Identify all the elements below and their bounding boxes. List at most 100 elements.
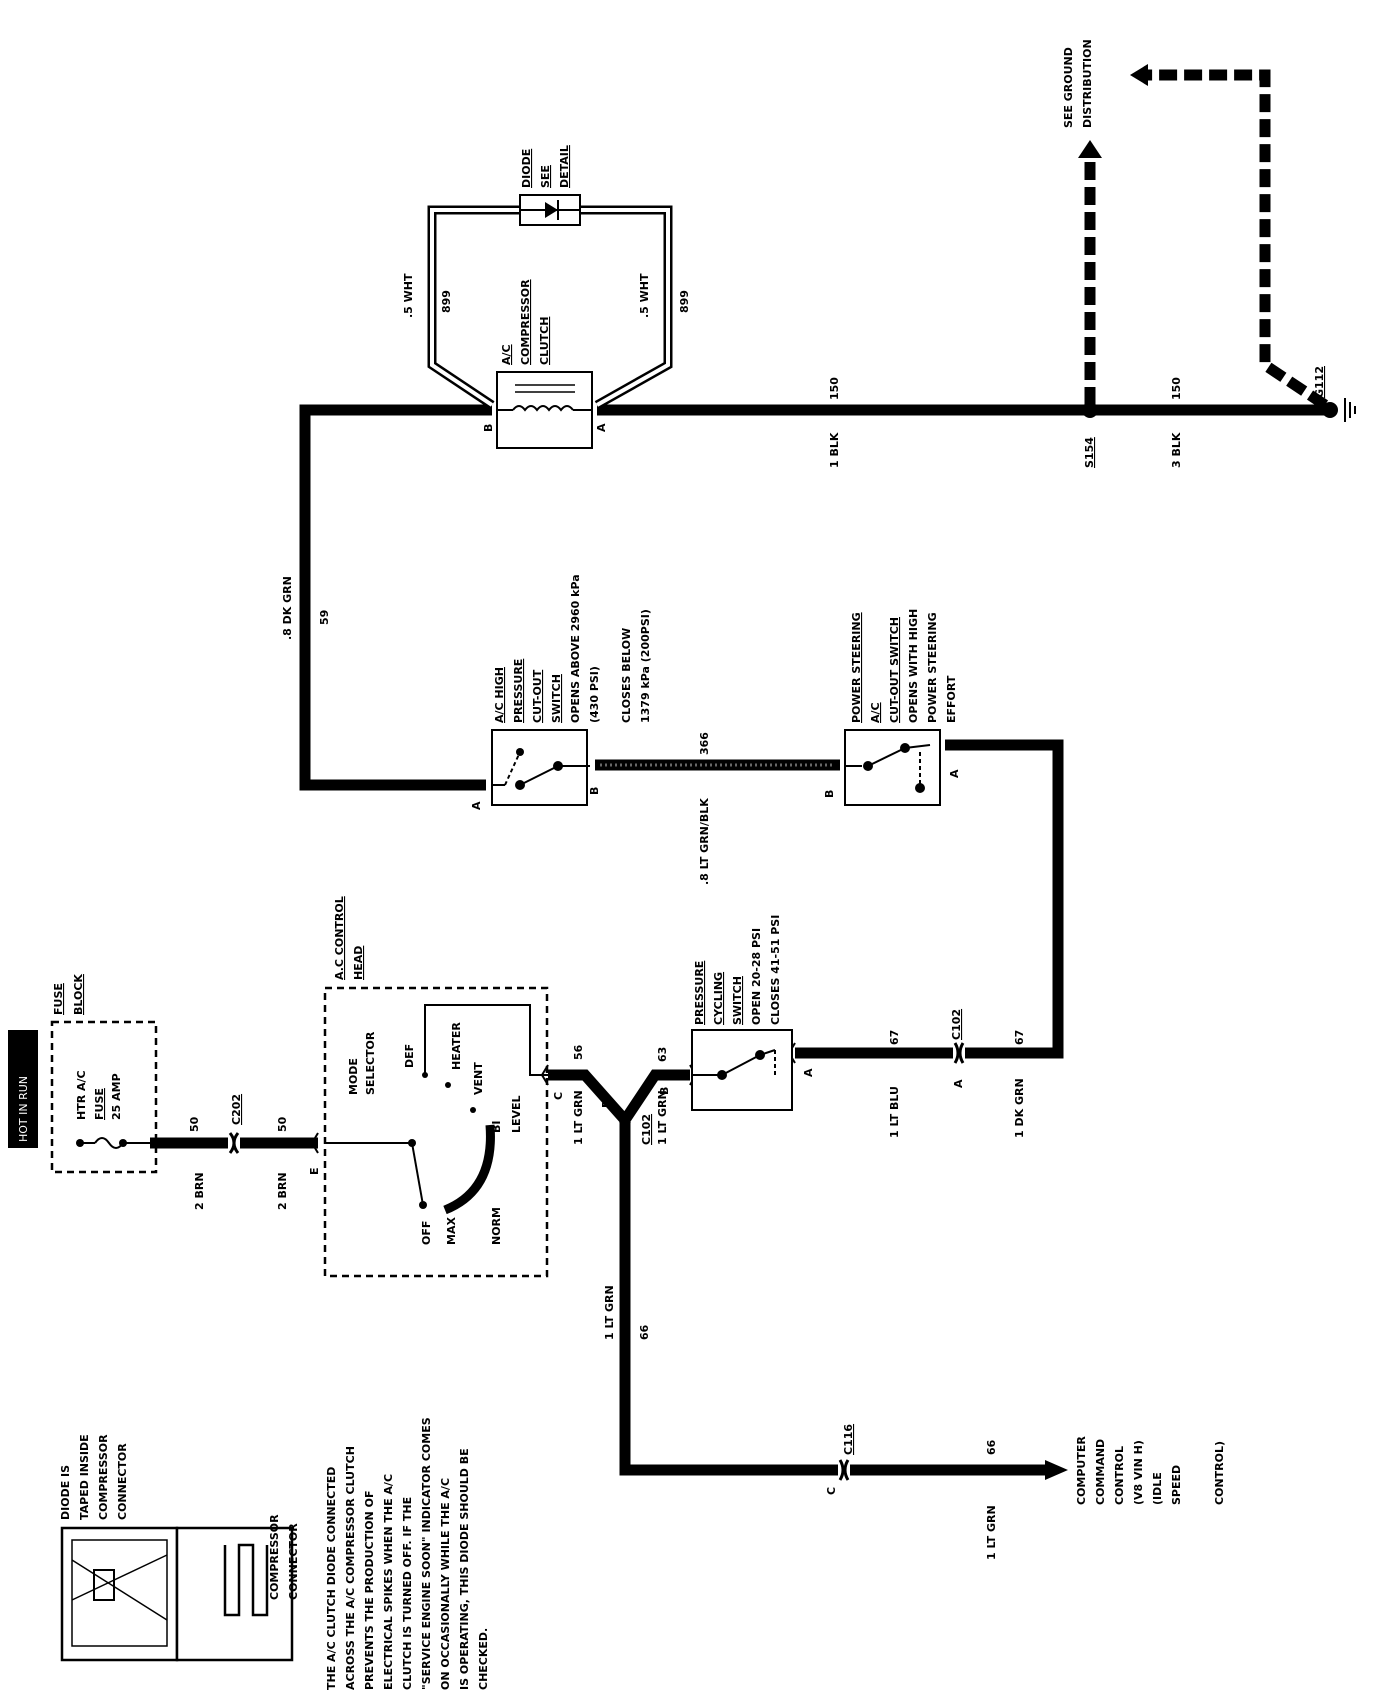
pin-c-c116: C: [825, 1487, 838, 1495]
control-head-title-2: HEAD: [352, 946, 365, 980]
pin-a-c102: A: [952, 1079, 965, 1088]
diode-line-1: DIODE: [520, 149, 533, 188]
wire-67-ltblu-size: 1 LT BLU: [888, 1086, 901, 1138]
pc-line-5: CLOSES 41-51 PSI: [769, 915, 782, 1025]
hp-line-4: SWITCH: [550, 674, 563, 723]
pin-b-ps: B: [823, 790, 836, 798]
fuse-icon: [76, 1137, 150, 1149]
ps-line-6: EFFORT: [945, 675, 958, 723]
hp-line-5: OPENS ABOVE 2960 kPa: [569, 574, 582, 723]
note-line-2: ACROSS THE A/C COMPRESSOR CLUTCH: [344, 1446, 357, 1690]
ccc-line-1: COMPUTER: [1075, 1436, 1088, 1505]
pin-a-cyc: A: [802, 1068, 815, 1077]
ps-line-2: A/C: [869, 702, 882, 723]
wire-150-size: 1 BLK: [828, 432, 841, 468]
wire-59-size: .8 DK GRN: [281, 576, 294, 640]
wire-899-b-num: 899: [678, 290, 691, 313]
wire-366-num: 366: [698, 732, 711, 755]
power-steering-switch-icon: [845, 743, 931, 793]
ps-line-3: CUT-OUT SWITCH: [888, 617, 901, 723]
mode-label-2: SELECTOR: [364, 1031, 377, 1095]
pin-a-hp: A: [470, 801, 483, 810]
detail-diode-1: DIODE IS: [59, 1465, 72, 1520]
note-line-4: ELECTRICAL SPIKES WHEN THE A/C: [382, 1474, 395, 1690]
wire-899-b-size: .5 WHT: [638, 273, 651, 318]
mode-vent: VENT: [472, 1062, 485, 1095]
fuse-block-title-2: BLOCK: [72, 974, 85, 1015]
note-line-7: ON OCCASIONALLY WHILE THE A/C: [439, 1478, 452, 1690]
wire-66-num: 66: [638, 1324, 651, 1340]
mode-selector-switch: [325, 1004, 548, 1215]
pc-line-1: PRESSURE: [693, 961, 706, 1025]
fuse-line-1: HTR A/C: [75, 1070, 88, 1120]
fuse-line-2: FUSE: [93, 1088, 106, 1120]
note-line-5: CLUTCH IS TURNED OFF. IF THE: [401, 1497, 414, 1690]
ps-line-4: OPENS WITH HIGH: [907, 609, 920, 723]
clutch-line-2: COMPRESSOR: [519, 279, 532, 365]
wire-63: [620, 1069, 690, 1124]
wire-66b-num: 66: [985, 1439, 998, 1455]
pc-line-3: SWITCH: [731, 976, 744, 1025]
wire-50-b-num: 50: [276, 1116, 289, 1132]
ground-dash-g112: [1145, 69, 1329, 410]
connector-marks: [228, 398, 1356, 1481]
power-steering-switch: [844, 729, 941, 806]
mode-def: DEF: [403, 1044, 416, 1068]
note-line-1: THE A/C CLUTCH DIODE CONNECTED: [325, 1467, 338, 1690]
ground-symbol-icon: [1344, 398, 1356, 422]
mode-off: OFF: [420, 1221, 433, 1245]
wire-899-a-num: 899: [440, 290, 453, 313]
detail-diode-4: CONNECTOR: [116, 1443, 129, 1520]
pin-b-clutch: B: [482, 424, 495, 432]
pin-d-head: D: [600, 1099, 613, 1108]
wire-366-size: .8 LT GRN/BLK: [698, 798, 711, 885]
diode-detail: [60, 1526, 294, 1662]
pin-c-head: C: [552, 1092, 565, 1100]
ground-line-1: SEE GROUND: [1062, 47, 1075, 128]
s154-splice: [1082, 402, 1098, 418]
wire-59-num: 59: [318, 610, 331, 625]
wire-56-num: 56: [572, 1044, 585, 1060]
ccc-line-5: (IDLE: [1151, 1472, 1164, 1505]
wire-67-dkgrn-size: 1 DK GRN: [1013, 1078, 1026, 1138]
detail-diode-2: TAPED INSIDE: [78, 1434, 91, 1520]
ground-line-2: DISTRIBUTION: [1081, 39, 1094, 128]
c116-mark: [838, 1459, 850, 1481]
ground-arrow-2-icon: [1130, 64, 1148, 86]
ccc-line-6: SPEED: [1170, 1465, 1183, 1505]
c102-label-lower: C102: [950, 1009, 963, 1040]
c102-label-upper: C102: [640, 1114, 653, 1145]
mode-heater: HEATER: [450, 1022, 463, 1070]
s154-label: S154: [1083, 437, 1096, 468]
pressure-cycling-switch: [691, 1029, 793, 1111]
wire-150b-num: 150: [1170, 377, 1183, 400]
hp-line-6: (430 PSI): [588, 666, 601, 723]
ccc-line-3: CONTROL: [1113, 1446, 1126, 1505]
c202-label: C202: [230, 1094, 243, 1125]
c102-mark: [619, 1121, 631, 1127]
pin-e: E: [308, 1167, 321, 1175]
hp-line-2: PRESSURE: [512, 659, 525, 723]
pin-b-hp: B: [588, 787, 601, 795]
wire-66: [619, 1120, 838, 1476]
wire-50-a-size: 2 BRN: [193, 1172, 206, 1210]
wire-50-b-size: 2 BRN: [276, 1172, 289, 1210]
wire-63-size: 1 LT GRN: [656, 1090, 669, 1145]
ground-arrow-icon: [1078, 140, 1102, 158]
hot-in-run-box: [8, 1030, 38, 1148]
diode-icon: [520, 200, 580, 220]
wire-66-size: 1 LT GRN: [603, 1285, 616, 1340]
ac-control-head: [323, 986, 549, 1278]
wire-899-b: [580, 205, 673, 409]
hp-line-7: CLOSES BELOW: [620, 628, 633, 723]
wire-899-a-size: .5 WHT: [402, 273, 415, 318]
ccc-line-2: COMMAND: [1094, 1439, 1107, 1505]
note-line-8: IS OPERATING, THIS DIODE SHOULD BE: [458, 1448, 471, 1690]
mode-max: MAX: [445, 1217, 458, 1245]
ps-line-5: POWER STEERING: [926, 612, 939, 723]
hot-in-run-label: HOT IN RUN: [17, 1076, 30, 1142]
wire-67-dkgrn-num: 67: [1013, 1030, 1026, 1045]
ps-line-1: POWER STEERING: [850, 612, 863, 723]
high-pressure-switch: [491, 729, 588, 806]
